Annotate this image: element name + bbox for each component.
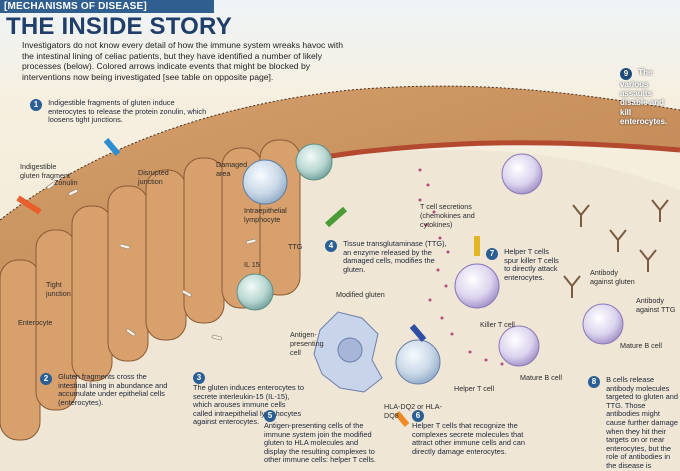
label-il15: IL 15 (244, 260, 260, 269)
microvilli (0, 85, 680, 221)
label-ttg: TTG (288, 242, 303, 251)
epithelial-band (0, 86, 680, 300)
step-2-number: 2 (40, 373, 52, 385)
step-8-number: 8 (588, 376, 600, 388)
mature-b-cell-small (498, 325, 540, 367)
label-antibody-gluten: Antibody against gluten (590, 268, 635, 286)
label-indigestible: Indigestible gluten fragment (20, 162, 70, 180)
helper-t-cell (395, 339, 441, 385)
step-7: 7 Helper T cells spur killer T cells to … (486, 247, 561, 282)
label-killer-t: Killer T cell (480, 320, 515, 329)
step-4-text: Tissue transglutaminase (TTG), an enzyme… (343, 239, 447, 274)
navy-arrow-apc (409, 324, 427, 342)
step-6: 6 Helper T cells that recognize the comp… (412, 410, 562, 456)
label-helper-t: Helper T cell (454, 384, 495, 393)
label-mature-b-large: Mature B cell (620, 341, 662, 350)
label-apc: Antigen-presenting cell (290, 330, 324, 357)
gluten-fragments (46, 181, 257, 341)
label-tcell-secretions: T cell secretions (chemokines and cytoki… (420, 202, 475, 229)
cytokine-dots (418, 168, 504, 366)
step-7-number: 7 (486, 248, 498, 260)
step-9-text: The various assaults disable and kill en… (620, 68, 668, 126)
blue-arrow-zonulin (103, 138, 121, 156)
step-1: 1 Indigestible fragments of gluten induc… (30, 98, 215, 125)
mature-b-cell-large (582, 303, 624, 345)
helper-t-cell-top (501, 153, 543, 195)
label-antibody-ttg: Antibody against TTG (636, 296, 676, 314)
step-3-text: The gluten induces enterocytes to secret… (193, 383, 304, 427)
step-4: 4 Tissue transglutaminase (TTG), an enzy… (325, 239, 455, 274)
label-enterocyte: Enterocyte (18, 318, 53, 327)
label-mature-b-small: Mature B cell (520, 373, 562, 382)
step-5-number: 5 (264, 410, 276, 422)
intraepithelial-lymphocyte (242, 159, 288, 205)
orange-arrow-zonulin (16, 195, 42, 215)
killer-t-cell (454, 263, 500, 309)
step-6-text: Helper T cells that recognize the comple… (412, 421, 525, 456)
step-1-text: Indigestible fragments of gluten induce … (48, 98, 207, 125)
step-4-number: 4 (325, 240, 337, 252)
intro-paragraph: Investigators do not know every detail o… (22, 40, 343, 82)
step-8-text: B cells release antibody molecules targe… (606, 375, 678, 471)
apc-nucleus (337, 337, 363, 363)
label-damaged: Damaged area (216, 160, 248, 178)
label-zonulin: Zonulin (54, 178, 78, 187)
label-disrupted: Disrupted junction (138, 168, 169, 186)
step-5: 5 Antigen-presenting cells of the immune… (264, 410, 398, 465)
section-kicker: [MECHANISMS OF DISEASE] (0, 0, 214, 13)
label-intraepithelial: Intraepithelial lymphocyte (244, 206, 287, 224)
il15-responding-lymphocyte (236, 273, 274, 311)
step-3-number: 3 (193, 372, 205, 384)
label-tight: Tight junction (46, 280, 71, 298)
step-3: 3 The gluten induces enterocytes to secr… (193, 372, 323, 427)
step-5-text: Antigen-presenting cells of the immune s… (264, 421, 376, 465)
step-2-text: Gluten fragments cross the intestinal li… (58, 372, 168, 407)
step-2: 2 Gluten fragments cross the intestinal … (40, 372, 172, 407)
antibodies (563, 199, 669, 298)
step-8: 8 B cells release antibody molecules tar… (588, 375, 680, 471)
step-1-number: 1 (30, 99, 42, 111)
orange-arrow-helper (394, 411, 410, 427)
intraepithelial-lymphocyte-2 (295, 143, 333, 181)
step-9-number: 9 (620, 68, 632, 80)
green-arrow-ttg (325, 206, 347, 228)
step-7-text: Helper T cells spur killer T cells to di… (504, 247, 559, 282)
step-9: 9 The various assaults disable and kill … (620, 68, 676, 126)
page-title: THE INSIDE STORY (6, 13, 232, 40)
label-modified-gluten: Modified gluten (336, 290, 385, 299)
step-6-number: 6 (412, 410, 424, 422)
label-hla: HLA-DQ2 or HLA-DQ8 (384, 402, 442, 420)
